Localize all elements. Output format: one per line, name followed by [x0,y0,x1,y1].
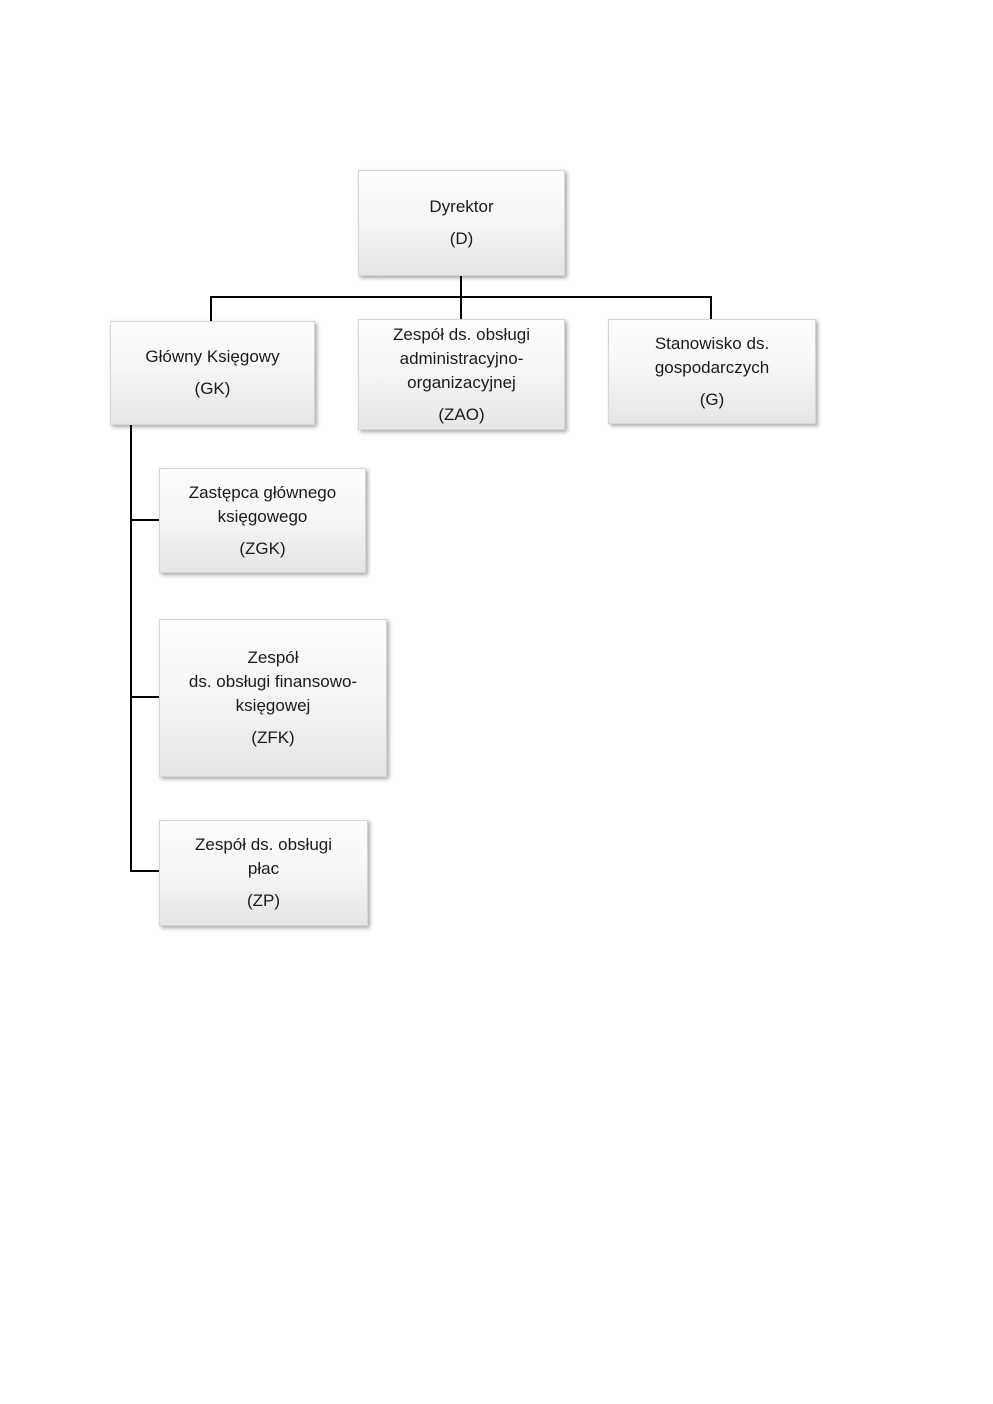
org-node-zespol-plac: Zespół ds. obsługi płac (ZP) [159,820,368,926]
org-node-title: Stanowisko ds. gospodarczych [654,333,770,377]
org-node-zespol-finansowo-ksiegowy: Zespół ds. obsługi finansowo- księgowej … [159,619,387,777]
org-node-abbr: (ZAO) [438,404,485,424]
connector-gk-branch-spine [130,425,132,872]
org-node-zastepca-glownego-ksiegowego: Zastępca głównego księgowego (ZGK) [159,468,366,573]
connector-to-zao [460,296,462,319]
org-node-title: Zespół ds. obsługi administracyjno- orga… [392,324,531,392]
org-node-title: Zespół ds. obsługi płac [194,835,333,878]
org-node-title: Zastępca głównego księgowego [188,482,337,526]
connector-to-g [710,296,712,319]
org-node-abbr: (ZP) [246,891,281,910]
org-node-glowny-ksiegowy: Główny Księgowy (GK) [110,321,315,425]
org-node-title: Główny Księgowy [145,347,280,366]
connector-elbow-zp [130,870,159,872]
connector-to-gk [210,296,212,321]
org-node-title: Zespół ds. obsługi finansowo- księgowej [188,648,358,715]
org-node-stanowisko-gospodarcze: Stanowisko ds. gospodarczych (G) [608,319,816,424]
org-node-abbr: (ZFK) [251,728,295,747]
connector-elbow-zgk [130,519,159,521]
org-node-abbr: (G) [699,389,725,409]
org-node-zespol-administracyjno-organizacyjny: Zespół ds. obsługi administracyjno- orga… [358,319,565,430]
org-node-abbr: (D) [449,229,474,248]
org-node-dyrektor: Dyrektor (D) [358,170,565,276]
org-node-title: Dyrektor [429,197,494,216]
connector-dyrektor-drop [460,276,462,298]
org-node-abbr: (GK) [194,379,231,398]
org-node-abbr: (ZGK) [239,538,286,558]
connector-elbow-zfk [130,696,159,698]
